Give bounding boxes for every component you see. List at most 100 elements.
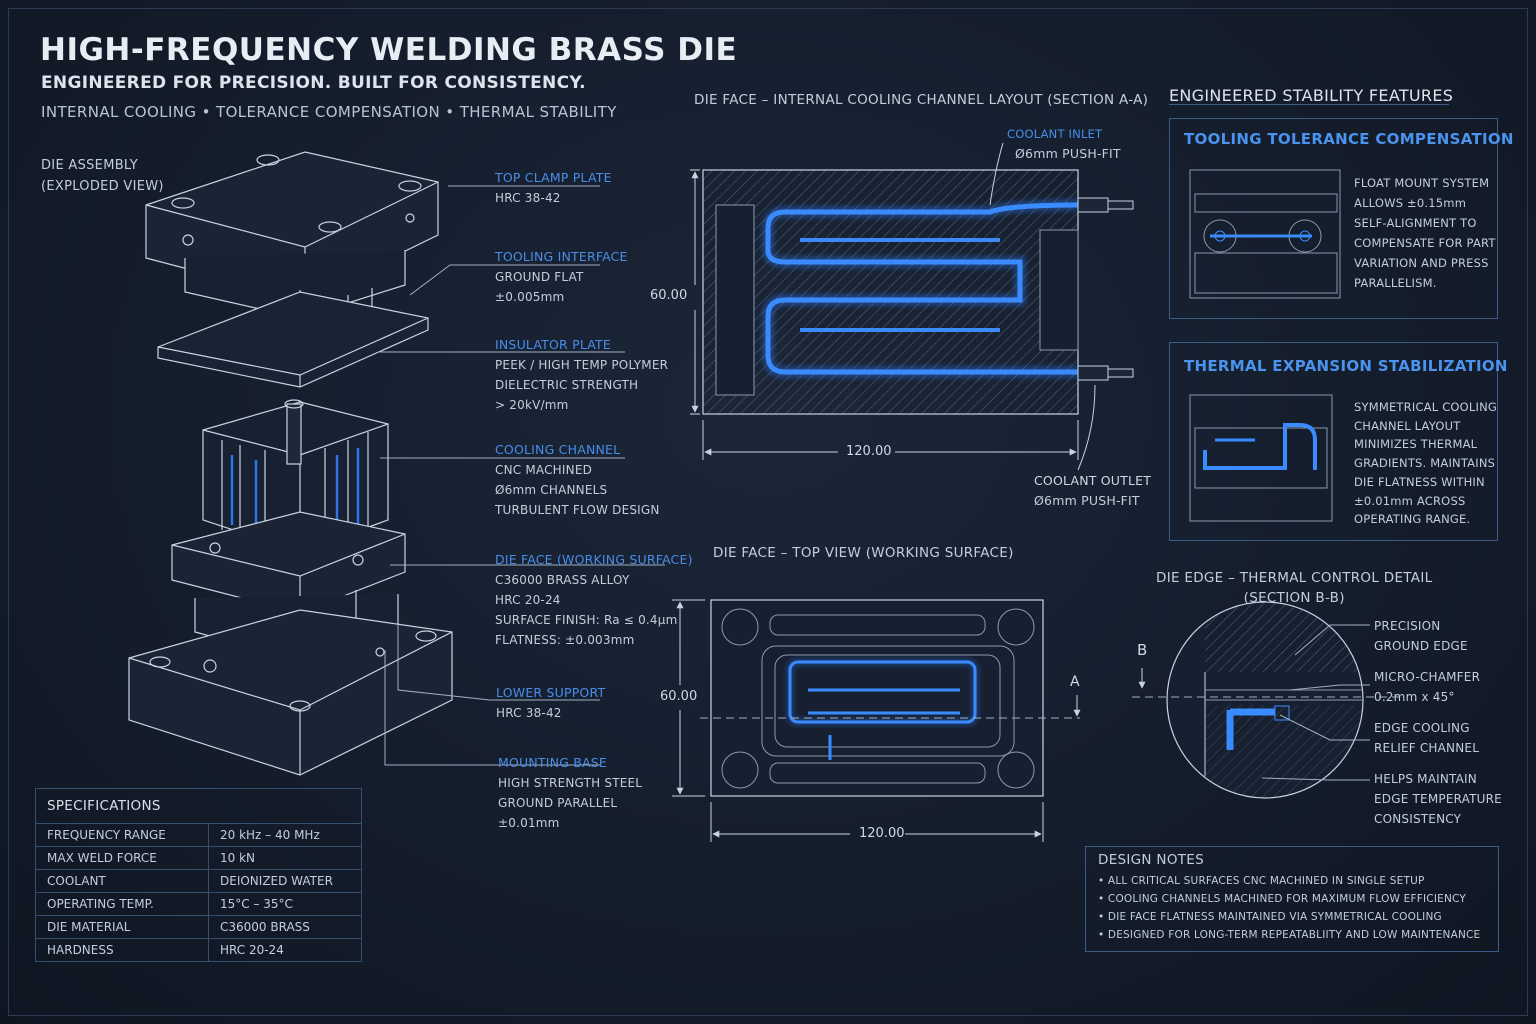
spec-title-text: SPECIFICATIONS [47, 798, 161, 814]
spec-value: 15°C – 35°C [208, 892, 362, 916]
callout-line: RELIEF CHANNEL [1374, 741, 1480, 755]
page-title: HIGH-FREQUENCY WELDING BRASS DIE [40, 32, 738, 68]
top-view-title: DIE FACE – TOP VIEW (WORKING SURFACE) [713, 545, 1014, 561]
section-aa-drawing [690, 142, 1134, 471]
coolant-inlet-callout: COOLANT INLET Ø6mm PUSH-FIT [1007, 124, 1121, 164]
feature-line: PARALLELISM. [1354, 276, 1437, 290]
die-body [202, 399, 389, 553]
callout-line: 0.2mm x 45° [1374, 690, 1455, 704]
callout-line: GROUND EDGE [1374, 639, 1468, 653]
spec-value: 10 kN [208, 846, 362, 870]
spec-value: 20 kHz – 40 MHz [208, 823, 362, 847]
spec-key: COOLANT [35, 869, 209, 893]
insulator-plate [157, 291, 429, 388]
feature-line: GRADIENTS. MAINTAINS [1354, 456, 1496, 471]
callout-cooling-channel: COOLING CHANNEL CNC MACHINED Ø6mm CHANNE… [495, 440, 660, 520]
list-item: • ALL CRITICAL SURFACES CNC MACHINED IN … [1098, 875, 1425, 887]
specifications-title: SPECIFICATIONS [35, 788, 362, 824]
callout-line: HRC 38-42 [495, 191, 561, 205]
tolerance-illustration [1189, 169, 1341, 299]
tolerance-title: TOOLING TOLERANCE COMPENSATION [1184, 130, 1514, 148]
feature-line: ±0.01mm ACROSS [1354, 493, 1466, 508]
thermal-feature-box [1169, 342, 1498, 541]
coolant-outlet-callout: COOLANT OUTLET Ø6mm PUSH-FIT [1034, 471, 1151, 511]
feature-line: CHANNEL LAYOUT [1354, 418, 1461, 433]
feature-line: FLOAT MOUNT SYSTEM [1354, 176, 1490, 190]
callout-title: MOUNTING BASE [498, 755, 608, 770]
callout-title: LOWER SUPPORT [496, 685, 606, 700]
callout-title: TOOLING INTERFACE [495, 249, 628, 264]
callout-title: INSULATOR PLATE [495, 337, 611, 352]
section-aa-title: DIE FACE – INTERNAL COOLING CHANNEL LAYO… [694, 92, 1149, 108]
callout-line: Ø6mm CHANNELS [495, 483, 608, 497]
feature-line: SELF-ALIGNMENT TO [1354, 216, 1477, 230]
callout-line: EDGE COOLING [1374, 721, 1470, 735]
callout-line: FLATNESS: ±0.003mm [495, 633, 635, 647]
edge-callout-cooling-relief: EDGE COOLING RELIEF CHANNEL [1374, 718, 1479, 758]
spec-key: DIE MATERIAL [35, 915, 209, 939]
design-notes-title: DESIGN NOTES [1098, 852, 1204, 868]
spec-value: DEIONIZED WATER [208, 869, 362, 893]
spec-key: HARDNESS [35, 938, 209, 962]
feature-line: COMPENSATE FOR PART [1354, 236, 1496, 250]
mounting-base [128, 609, 453, 776]
callout-die-face: DIE FACE (WORKING SURFACE) C36000 BRASS … [495, 550, 693, 650]
tolerance-feature-box [1169, 118, 1498, 319]
page-subtitle: ENGINEERED FOR PRECISION. BUILT FOR CONS… [41, 73, 586, 93]
assembly-label: DIE ASSEMBLY (EXPLODED VIEW) [41, 155, 164, 197]
callout-line: ±0.01mm [498, 816, 560, 830]
section-aa-dim-width: 120.00 [846, 444, 892, 459]
callout-line: C36000 BRASS ALLOY [495, 573, 630, 587]
feature-line: MINIMIZES THERMAL [1354, 437, 1478, 452]
page-tagline: INTERNAL COOLING • TOLERANCE COMPENSATIO… [41, 103, 617, 121]
callout-line: EDGE TEMPERATURE [1374, 792, 1502, 806]
callout-line: GROUND FLAT [495, 270, 584, 284]
list-item: • DESIGNED FOR LONG-TERM REPEATABLIITY A… [1098, 929, 1481, 941]
callout-line: PRECISION [1374, 619, 1441, 633]
section-marker-a: A [1070, 674, 1080, 690]
callout-line: PEEK / HIGH TEMP POLYMER [495, 358, 669, 372]
callout-insulator-plate: INSULATOR PLATE PEEK / HIGH TEMP POLYMER… [495, 335, 668, 415]
coolant-outlet-spec: Ø6mm PUSH-FIT [1034, 493, 1140, 508]
features-heading-rule [1169, 104, 1449, 105]
callout-line: CONSISTENCY [1374, 812, 1462, 826]
callout-tooling-interface: TOOLING INTERFACE GROUND FLAT ±0.005mm [495, 247, 628, 307]
top-view-dim-height: 60.00 [660, 689, 698, 704]
feature-line: DIE FLATNESS WITHIN [1354, 474, 1485, 489]
feature-line: VARIATION AND PRESS [1354, 256, 1489, 270]
spec-value: HRC 20-24 [208, 938, 362, 962]
spec-key: FREQUENCY RANGE [35, 823, 209, 847]
features-heading: ENGINEERED STABILITY FEATURES [1169, 86, 1454, 105]
die-face-plate [171, 511, 406, 614]
feature-line: ALLOWS ±0.15mm [1354, 196, 1467, 210]
callout-line: HIGH STRENGTH STEEL [498, 776, 643, 790]
spec-key: OPERATING TEMP. [35, 892, 209, 916]
edge-callout-temperature: HELPS MAINTAIN EDGE TEMPERATURE CONSISTE… [1374, 769, 1502, 829]
callout-lower-support: LOWER SUPPORT HRC 38-42 [496, 683, 605, 723]
spec-key: MAX WELD FORCE [35, 846, 209, 870]
edge-detail-title-line2: (SECTION B-B) [1243, 590, 1345, 606]
coolant-inlet-spec: Ø6mm PUSH-FIT [1015, 146, 1121, 161]
exploded-assembly-drawing [128, 151, 453, 776]
callout-line: HRC 38-42 [496, 706, 562, 720]
callout-line: ±0.005mm [495, 290, 565, 304]
assembly-label-line1: DIE ASSEMBLY [41, 158, 138, 173]
feature-line: OPERATING RANGE. [1354, 512, 1471, 527]
design-notes-list: • ALL CRITICAL SURFACES CNC MACHINED IN … [1098, 872, 1480, 944]
section-marker-b: B [1137, 641, 1148, 659]
spec-value: C36000 BRASS [208, 915, 362, 939]
edge-detail-title: DIE EDGE – THERMAL CONTROL DETAIL (SECTI… [1156, 568, 1432, 608]
callout-line: GROUND PARALLEL [498, 796, 618, 810]
assembly-leaders [380, 185, 665, 766]
assembly-label-line2: (EXPLODED VIEW) [41, 179, 164, 194]
callout-line: MICRO-CHAMFER [1374, 670, 1481, 684]
callout-title: DIE FACE (WORKING SURFACE) [495, 552, 693, 567]
edge-callout-ground-edge: PRECISION GROUND EDGE [1374, 616, 1468, 656]
coolant-outlet-title: COOLANT OUTLET [1034, 473, 1152, 488]
